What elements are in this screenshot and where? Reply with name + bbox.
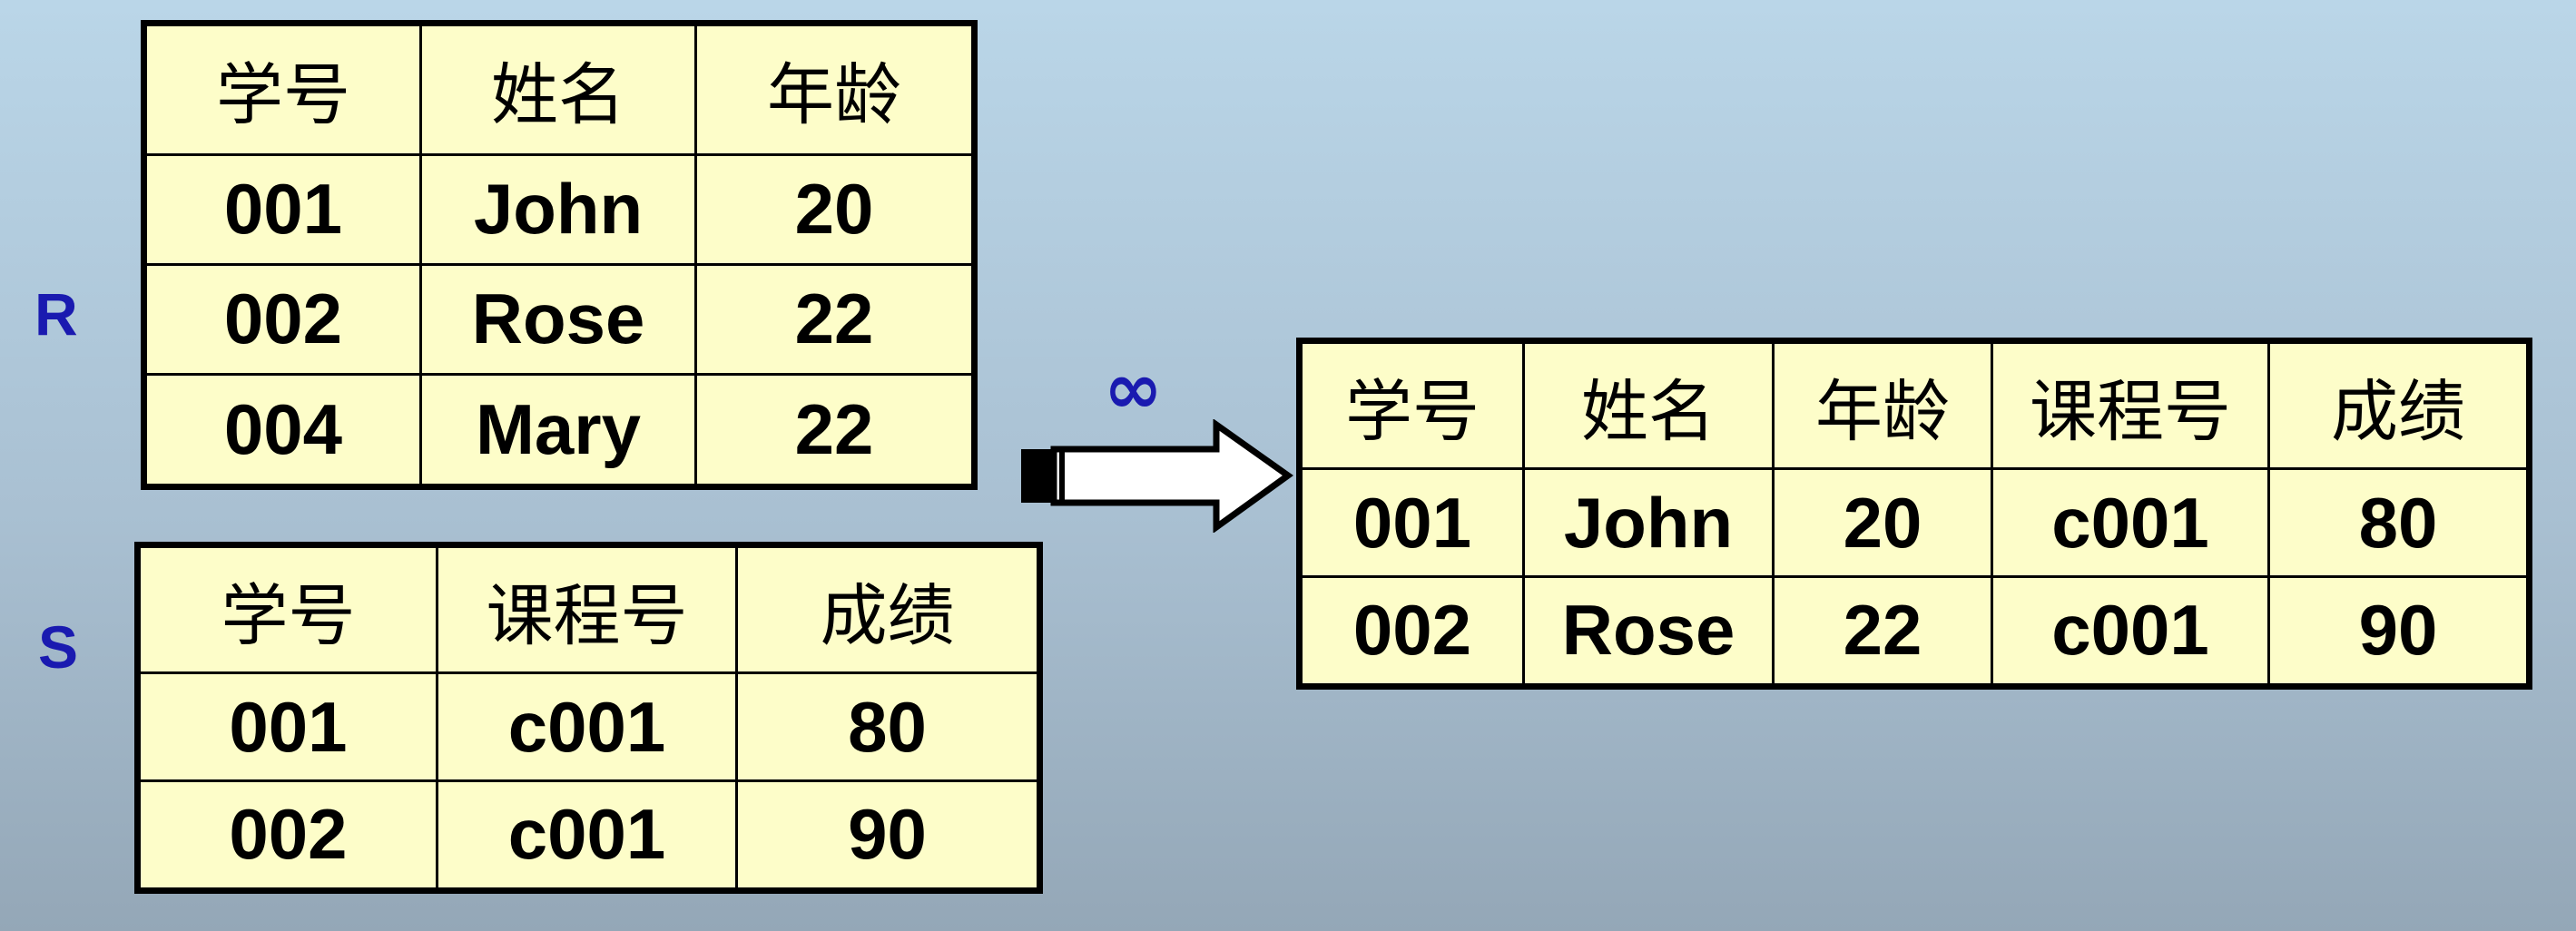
join-result-table: 学号 姓名 年龄 课程号 成绩 001 John 20 c001 80 002 …: [1296, 338, 2532, 690]
table-row: 001 John 20: [143, 152, 976, 266]
header-cell-student-id: 学号: [143, 22, 422, 156]
table-row: 002 Rose 22: [143, 262, 976, 377]
table-cell: 80: [2267, 467, 2531, 578]
table-header-row: 学号 课程号 成绩: [136, 543, 1041, 675]
table-row: 001 John 20 c001 80: [1298, 467, 2531, 578]
header-cell-name: 姓名: [419, 22, 697, 156]
header-cell-student-id: 学号: [136, 543, 438, 675]
table-cell: 001: [143, 152, 422, 266]
table-cell: c001: [1991, 574, 2270, 689]
table-cell: c001: [1991, 467, 2270, 578]
table-cell: c001: [436, 671, 738, 782]
table-cell: 80: [735, 671, 1041, 782]
table-cell: 001: [1298, 467, 1525, 578]
table-row: 004 Mary 22: [143, 373, 976, 488]
table-cell: 90: [2267, 574, 2531, 689]
header-cell-course-id: 课程号: [1991, 338, 2270, 471]
relation-s-label: S: [38, 613, 79, 681]
table-row: 001 c001 80: [136, 671, 1041, 782]
table-header-row: 学号 姓名 年龄 课程号 成绩: [1298, 338, 2531, 471]
table-cell: 22: [694, 373, 976, 488]
table-cell: Rose: [419, 262, 697, 377]
table-cell: Rose: [1522, 574, 1775, 689]
header-cell-course-id: 课程号: [436, 543, 738, 675]
table-cell: Mary: [419, 373, 697, 488]
table-header-row: 学号 姓名 年龄: [143, 22, 976, 156]
right-arrow-icon: [1021, 419, 1294, 533]
table-cell: 002: [1298, 574, 1525, 689]
table-cell: John: [419, 152, 697, 266]
relation-r-label: R: [34, 280, 78, 348]
table-cell: 002: [143, 262, 422, 377]
relation-r-table: 学号 姓名 年龄 001 John 20 002 Rose 22 004 Mar…: [141, 20, 978, 490]
table-row: 002 c001 90: [136, 779, 1041, 893]
header-cell-age: 年龄: [694, 22, 976, 156]
table-cell: 20: [694, 152, 976, 266]
header-cell-age: 年龄: [1772, 338, 1993, 471]
table-cell: 001: [136, 671, 438, 782]
table-cell: 90: [735, 779, 1041, 893]
table-cell: 22: [1772, 574, 1993, 689]
natural-join-symbol: ∞: [1104, 348, 1163, 430]
header-cell-grade: 成绩: [2267, 338, 2531, 471]
header-cell-student-id: 学号: [1298, 338, 1525, 471]
relation-s-table: 学号 课程号 成绩 001 c001 80 002 c001 90: [134, 542, 1043, 894]
table-cell: 002: [136, 779, 438, 893]
header-cell-name: 姓名: [1522, 338, 1775, 471]
table-row: 002 Rose 22 c001 90: [1298, 574, 2531, 689]
table-cell: 20: [1772, 467, 1993, 578]
table-cell: c001: [436, 779, 738, 893]
table-cell: 22: [694, 262, 976, 377]
table-cell: John: [1522, 467, 1775, 578]
table-cell: 004: [143, 373, 422, 488]
header-cell-grade: 成绩: [735, 543, 1041, 675]
